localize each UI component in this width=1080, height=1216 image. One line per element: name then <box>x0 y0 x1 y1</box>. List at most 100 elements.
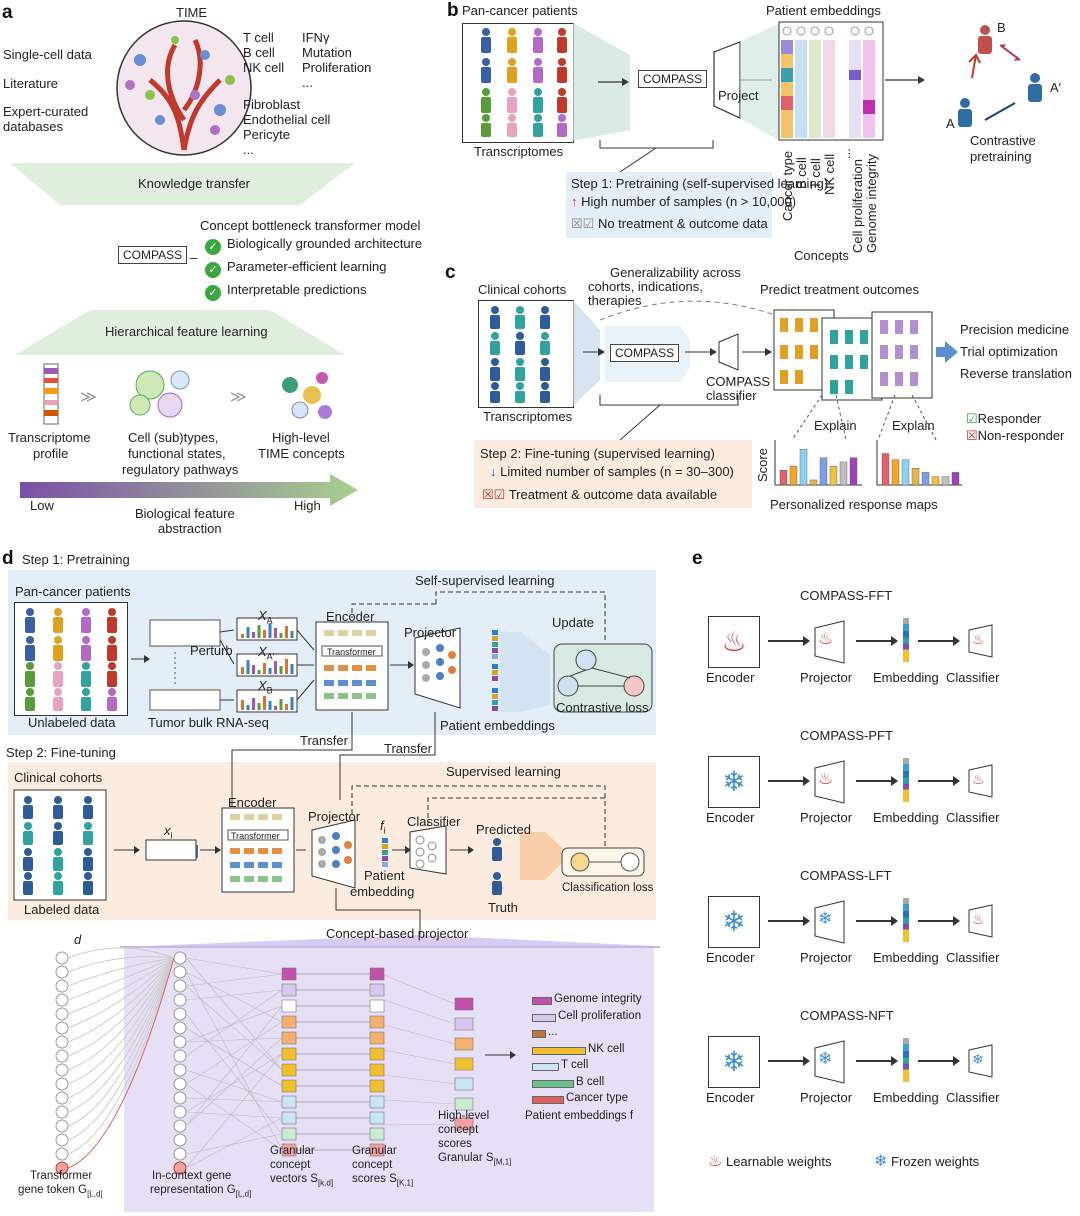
variant-title: COMPASS-FFT <box>800 588 893 603</box>
step1-text: Step 1: Pretraining (self-supervised lea… <box>571 176 829 191</box>
label-embedding: Embedding <box>873 810 939 825</box>
cell-mutation: Mutation <box>302 45 352 60</box>
encoder-box: ❄ <box>708 1036 760 1088</box>
use-trial: Trial optimization <box>960 344 1058 359</box>
classifier-label-d: Classifier <box>407 814 461 829</box>
transcriptomes-c: Transcriptomes <box>483 409 573 424</box>
compass-box-b: COMPASS <box>638 70 708 88</box>
label-encoder: Encoder <box>706 1090 755 1105</box>
embedding-label: NK cell <box>588 1042 625 1055</box>
concept-score <box>369 983 385 997</box>
gene-token-node <box>55 993 69 1007</box>
expression-bar <box>285 626 288 638</box>
perturb-label: Perturb <box>190 643 233 658</box>
snowflake-icon: ❄ <box>874 1153 888 1170</box>
projector-shape <box>814 620 845 664</box>
embedding-stripe <box>903 618 909 662</box>
axis-high: High <box>294 498 321 513</box>
panel-e-label: e <box>692 548 703 569</box>
context-node <box>173 965 187 979</box>
cell-endothelial: Endothelial cell <box>243 112 331 127</box>
explain-2: Explain <box>892 418 935 433</box>
axis-low: Low <box>30 498 54 513</box>
encoder-label-1: Encoder <box>326 609 375 624</box>
transfer-2: Transfer <box>384 741 432 756</box>
cell-fibroblast: Fibroblast <box>243 97 301 112</box>
node-a-prime: A′ <box>1050 80 1062 95</box>
embedding-bar <box>532 1063 559 1071</box>
embedding-label: Genome integrity <box>554 993 642 1005</box>
variant-title: COMPASS-NFT <box>800 1008 894 1023</box>
feature-2: ✓Parameter-efficient learning <box>205 259 386 278</box>
high-level-score <box>454 1097 474 1111</box>
gene-token-node <box>55 1105 69 1119</box>
response-bar <box>891 459 900 486</box>
flame-icon: ♨ <box>972 911 985 927</box>
transformer-label-2: Transformer <box>231 831 280 841</box>
concept-vector <box>281 1079 297 1093</box>
label-embedding: Embedding <box>873 670 939 685</box>
concept-score <box>369 1111 385 1125</box>
high-level-2: concept <box>438 1124 479 1136</box>
check-icon: ✓ <box>205 239 221 255</box>
label-embedding: Embedding <box>873 950 939 965</box>
panel-a-label: a <box>2 2 13 23</box>
pan-cancer-label: Pan-cancer patients <box>462 3 578 18</box>
transcriptomes-b: Transcriptomes <box>474 144 564 159</box>
concept-score <box>369 1047 385 1061</box>
model-title: Concept bottleneck transformer model <box>200 218 421 233</box>
concept-score <box>369 1127 385 1141</box>
svg-text:≫: ≫ <box>80 389 97 406</box>
gene-token-node <box>55 979 69 993</box>
expression-bar <box>257 703 261 710</box>
snowflake-icon: ❄ <box>972 1051 984 1067</box>
label-encoder: Encoder <box>706 670 755 685</box>
expression-bar <box>252 665 255 674</box>
label-projector: Projector <box>800 810 853 825</box>
projector-shape <box>814 1040 845 1084</box>
expression-bar <box>290 631 294 638</box>
label-classifier: Classifier <box>946 670 1000 685</box>
flame-icon: ♨ <box>972 771 985 787</box>
expression-bar <box>246 705 250 710</box>
context-node <box>173 1063 187 1077</box>
classifier-shape <box>968 624 993 658</box>
variant-title: COMPASS-PFT <box>800 728 893 743</box>
labeled-data: Labeled data <box>24 902 100 917</box>
clinical-cohorts-c: Clinical cohorts <box>478 282 567 297</box>
predict-outcomes: Predict treatment outcomes <box>760 282 919 297</box>
check-icon: ✓ <box>205 262 221 278</box>
data-available: ☒☑ Treatment & outcome data available <box>482 487 718 502</box>
context-node <box>173 1119 187 1133</box>
projector-network <box>55 947 516 1175</box>
concepts-axis: Concepts <box>794 248 849 263</box>
step2-text: Step 2: Fine-tuning (supervised learning… <box>480 446 715 461</box>
label-projector: Projector <box>800 950 853 965</box>
high-samples: ↑ High number of samples (n > 10,000) <box>571 194 797 209</box>
embedding-label: T cell <box>561 1059 589 1071</box>
expression-bar <box>285 704 288 710</box>
embedding-stripe <box>903 898 909 942</box>
concept-vector <box>281 1015 297 1029</box>
flame-icon: ♨ <box>708 1153 723 1170</box>
concept-vector <box>281 1127 297 1141</box>
truth-label: Truth <box>488 900 518 915</box>
compass-box-c: COMPASS <box>610 344 680 362</box>
embedding-label: ... <box>548 1026 558 1038</box>
concept-vector <box>281 1095 297 1109</box>
context-node <box>173 979 187 993</box>
gene-token-1: Transformer <box>30 1170 93 1182</box>
high-level-score <box>454 1017 474 1031</box>
expression-bar <box>241 700 244 710</box>
expression-bar <box>268 623 272 638</box>
expression-bar <box>279 666 283 674</box>
expression-bar <box>274 628 277 638</box>
use-precision: Precision medicine <box>960 322 1070 337</box>
source-expert: Expert-curated <box>3 104 89 119</box>
expression-bar <box>279 699 283 710</box>
expression-bar <box>268 668 272 674</box>
gene-token-node <box>55 1147 69 1161</box>
classifier-1: COMPASS <box>706 374 771 389</box>
sl-label: Supervised learning <box>446 764 561 779</box>
